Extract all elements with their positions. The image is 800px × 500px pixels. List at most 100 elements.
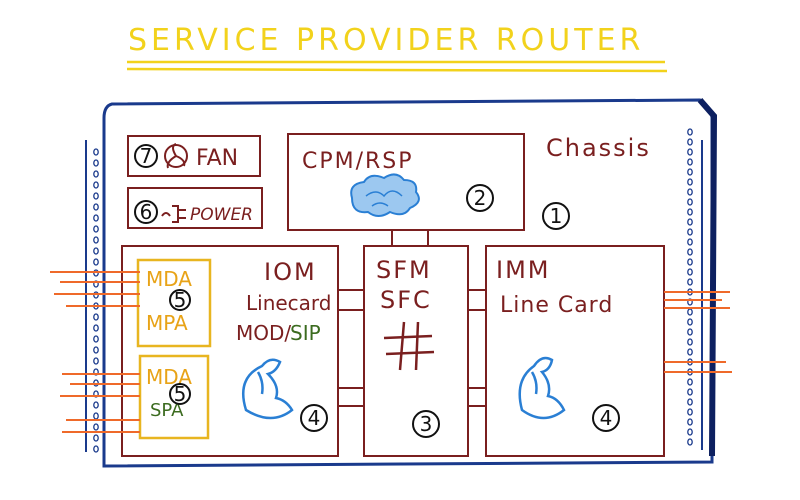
vent-hole xyxy=(93,247,99,255)
imm-subtitle: Line Card xyxy=(500,293,613,318)
flexed-arm-icon xyxy=(518,356,566,420)
vent-hole xyxy=(687,158,693,166)
vent-hole xyxy=(93,423,99,431)
iom-module: IOM Linecard MOD/ SIP 4 xyxy=(121,245,339,457)
power-number-badge xyxy=(134,200,158,224)
imm-number: 4 xyxy=(600,406,613,430)
power-label: POWER xyxy=(190,205,253,225)
vent-hole xyxy=(93,159,99,167)
vent-hole xyxy=(687,348,693,356)
vent-hole xyxy=(93,313,99,321)
vent-hole xyxy=(687,338,693,346)
right-cables xyxy=(664,291,732,373)
left-cables xyxy=(50,271,140,433)
vent-hole xyxy=(93,170,99,178)
vent-hole xyxy=(687,168,693,176)
power-plug-icon xyxy=(161,205,186,223)
vent-hole xyxy=(687,398,693,406)
fan-number: 7 xyxy=(140,144,153,168)
vent-hole xyxy=(687,428,693,436)
vent-hole xyxy=(687,418,693,426)
iom-title: IOM xyxy=(264,258,317,286)
vent-hole xyxy=(687,408,693,416)
vent-hole xyxy=(93,434,99,442)
left-vents xyxy=(93,148,99,453)
imm-module: IMM Line Card 4 xyxy=(485,245,665,457)
diagram-title: SERVICE PROVIDER ROUTER xyxy=(128,23,644,58)
vent-hole xyxy=(687,378,693,386)
mda-spa-card: MDA SPA 5 xyxy=(138,354,210,440)
iom-number-badge xyxy=(300,404,328,432)
power-number: 6 xyxy=(140,200,153,224)
vent-hole xyxy=(687,208,693,216)
sfm-label: SFM xyxy=(376,256,432,284)
vent-hole xyxy=(93,357,99,365)
vent-hole xyxy=(93,214,99,222)
vent-hole xyxy=(687,308,693,316)
vent-hole xyxy=(93,401,99,409)
iom-subtitle: Linecard xyxy=(246,291,332,315)
fan-number-badge xyxy=(134,144,158,168)
vent-hole xyxy=(93,412,99,420)
vent-hole xyxy=(93,225,99,233)
imm-number-badge xyxy=(592,404,620,432)
vent-hole xyxy=(687,238,693,246)
vent-hole xyxy=(687,198,693,206)
vent-hole xyxy=(687,328,693,336)
vent-hole xyxy=(687,278,693,286)
vent-hole xyxy=(687,438,693,446)
mpa-label: MPA xyxy=(146,311,188,335)
vent-hole xyxy=(687,318,693,326)
vent-hole xyxy=(93,258,99,266)
fan-icon xyxy=(164,143,188,169)
chassis-label: Chassis xyxy=(546,134,651,162)
vent-hole xyxy=(687,268,693,276)
vent-hole xyxy=(687,258,693,266)
cpm-label: CPM/RSP xyxy=(302,149,414,174)
vent-hole xyxy=(687,228,693,236)
vent-hole xyxy=(687,178,693,186)
cpm-number: 2 xyxy=(474,186,487,210)
flexed-arm-icon xyxy=(242,358,294,420)
sfm-number-badge xyxy=(412,410,440,438)
power-module: 6 POWER xyxy=(127,187,263,229)
vent-hole xyxy=(687,138,693,146)
chassis-number-badge xyxy=(542,202,570,230)
vent-hole xyxy=(687,128,693,136)
cpm-module: CPM/RSP 2 xyxy=(287,133,525,231)
vent-hole xyxy=(93,203,99,211)
vent-hole xyxy=(93,192,99,200)
backplane-links xyxy=(338,289,486,407)
vent-hole xyxy=(93,346,99,354)
card-bottom-number-badge xyxy=(169,383,191,405)
title-underline-2 xyxy=(126,67,668,73)
vent-hole xyxy=(93,181,99,189)
sfm-module: SFM SFC 3 xyxy=(363,245,469,457)
switch-fabric-grid-icon xyxy=(383,321,435,371)
vent-hole xyxy=(93,236,99,244)
card-top-number: 5 xyxy=(174,288,187,312)
brain-icon xyxy=(350,173,420,217)
cpm-number-badge xyxy=(466,184,494,212)
vent-hole xyxy=(687,218,693,226)
vent-hole xyxy=(93,335,99,343)
mda-mpa-card: MDA MPA 5 xyxy=(136,258,212,348)
vent-hole xyxy=(687,388,693,396)
card-top-number-badge xyxy=(169,289,191,311)
iom-mod-label: MOD/ xyxy=(236,321,291,345)
vent-hole xyxy=(93,148,99,156)
spa-label: SPA xyxy=(150,400,184,421)
card-bottom-number: 5 xyxy=(174,382,187,406)
right-vents xyxy=(687,128,693,446)
imm-title: IMM xyxy=(496,256,551,284)
sfc-label: SFC xyxy=(380,286,432,314)
mda-top-label: MDA xyxy=(146,267,192,291)
vent-hole xyxy=(687,148,693,156)
sfm-number: 3 xyxy=(420,412,433,436)
chassis-number: 1 xyxy=(550,204,563,228)
vent-hole xyxy=(687,248,693,256)
iom-sip-label: SIP xyxy=(290,321,321,345)
vent-hole xyxy=(93,324,99,332)
iom-number: 4 xyxy=(308,406,321,430)
